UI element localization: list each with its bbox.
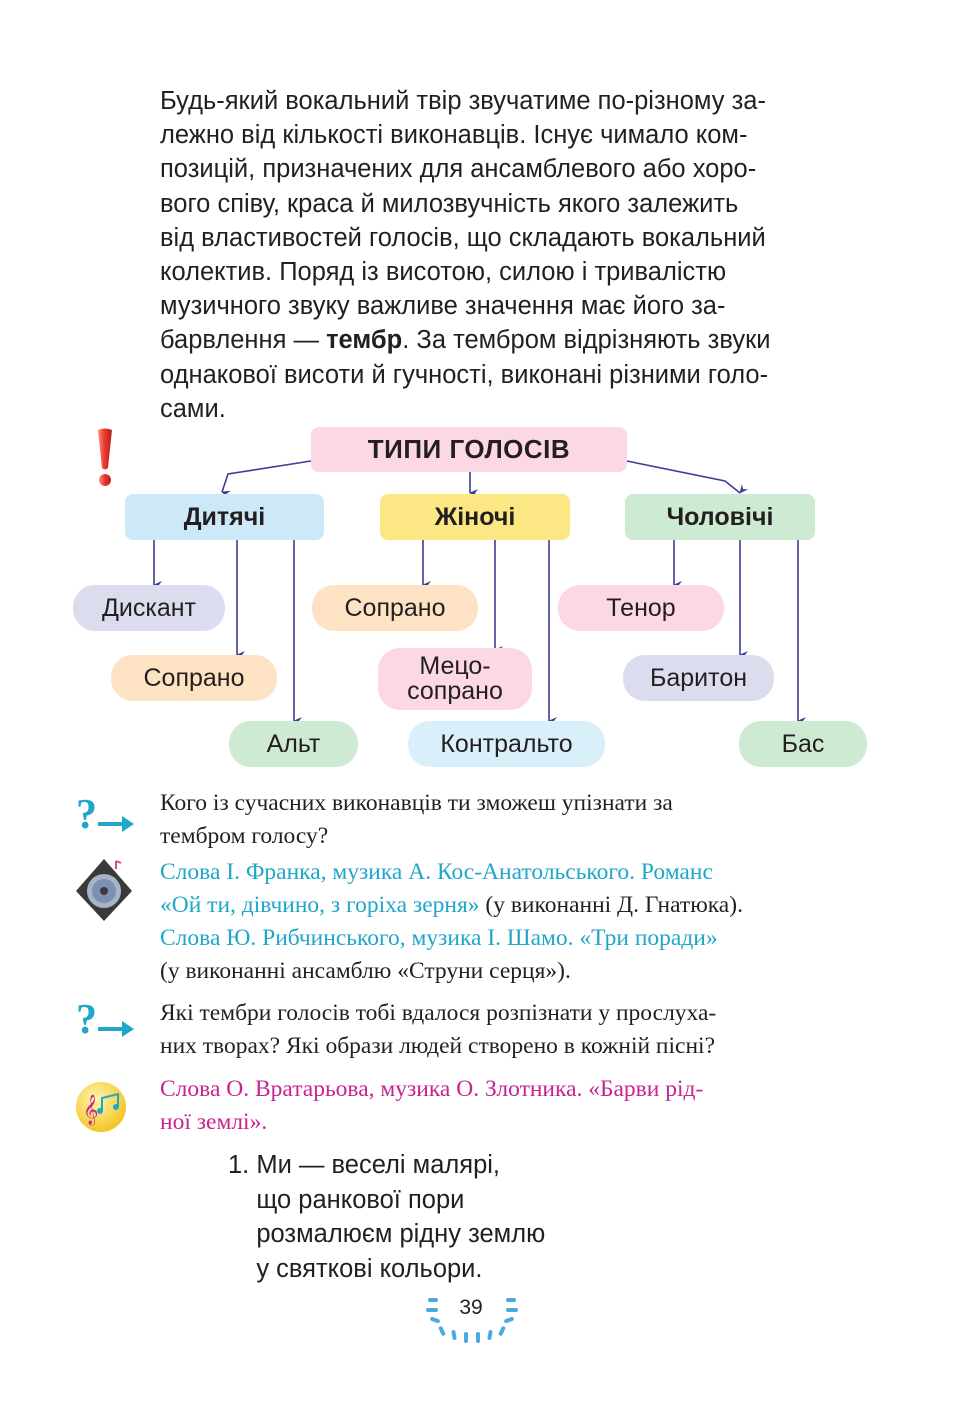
- song-lyrics: 1. Ми — веселі малярі, що ранкової пори …: [228, 1148, 545, 1286]
- voice-bass: Бас: [739, 721, 867, 767]
- voice-baritone: Баритон: [623, 655, 774, 701]
- voice-soprano-child: Сопрано: [111, 655, 277, 701]
- svg-text:?: ?: [76, 792, 97, 838]
- question-line: Кого із сучасних виконавців ти зможеш уп…: [160, 790, 673, 816]
- listen-line: Слова І. Франка, музика А. Кос-Анатольсь…: [160, 859, 713, 885]
- intro-line: лежно від кількості виконавців. Існує чи…: [160, 121, 748, 150]
- intro-line: Будь-який вокальний твір звучатиме по-рі…: [160, 87, 766, 115]
- intro-line: сами.: [160, 394, 226, 423]
- category-children: Дитячі: [125, 494, 324, 540]
- voice-soprano: Сопрано: [312, 585, 478, 631]
- intro-paragraph: Будь-який вокальний твір звучатиме по-рі…: [160, 84, 868, 426]
- intro-line: позицій, призначених для ансамблевого аб…: [160, 155, 757, 184]
- svg-text:𝄞: 𝄞: [83, 1094, 98, 1126]
- term-timbre: тембр: [326, 326, 403, 355]
- question-line: Які тембри голосів тобі вдалося розпізна…: [160, 1000, 717, 1026]
- sing-line: Слова О. Вратарьова, музика О. Злотника.…: [160, 1076, 704, 1102]
- sing-line: ної землі».: [160, 1109, 268, 1135]
- svg-text:?: ?: [76, 997, 97, 1043]
- singing-assignment: Слова О. Вратарьова, музика О. Злотника.…: [160, 1073, 868, 1139]
- intro-line: барвлення — тембр. За тембром відрізняют…: [160, 323, 868, 357]
- exclamation-icon: [98, 428, 112, 486]
- listen-line: Слова Ю. Рибчинського, музика І. Шамо. «…: [160, 925, 718, 951]
- category-male: Чоловічі: [625, 494, 815, 540]
- lyric-line: у святкові кольори.: [228, 1254, 483, 1283]
- voice-tenor: Тенор: [558, 585, 724, 631]
- mezzo-line: сопрано: [407, 677, 503, 705]
- intro-line: від властивостей голосів, що складають в…: [160, 223, 766, 252]
- page-number: 39: [459, 1296, 483, 1319]
- listen-line: «Ой ти, дівчино, з горіха зерня» (у вико…: [160, 889, 868, 922]
- lyric-line: 1. Ми — веселі малярі,: [228, 1151, 500, 1179]
- intro-line: однакової висоти й гучності, виконані рі…: [160, 360, 769, 389]
- performer: (у виконанні Д. Гнатюка).: [479, 892, 743, 918]
- question-line: них творах? Які образи людей створено в …: [160, 1033, 716, 1059]
- lyric-line: розмалюєм рідну землю: [228, 1220, 546, 1248]
- voice-contralto: Контральто: [408, 721, 605, 767]
- question-line: тембром голосу?: [160, 823, 329, 849]
- intro-line: вого співу, краса й милозвучність якого …: [160, 189, 739, 218]
- listening-assignment: Слова І. Франка, музика А. Кос-Анатольсь…: [160, 856, 868, 988]
- category-female: Жіночі: [380, 494, 570, 540]
- voice-diskant: Дискант: [73, 585, 225, 631]
- intro-line: колектив. Поряд із висотою, силою і трив…: [160, 258, 727, 287]
- song-title: «Ой ти, дівчино, з горіха зерня»: [160, 892, 480, 918]
- intro-text: барвлення —: [160, 326, 327, 355]
- cd-listen-icon: [76, 859, 132, 921]
- intro-line: музичного звуку важливе значення має йог…: [160, 292, 726, 321]
- voice-mezzo-soprano: Мецо- сопрано: [378, 648, 532, 710]
- voice-types-root: ТИПИ ГОЛОСІВ: [311, 427, 627, 472]
- question-arrow-icon: ?: [76, 792, 134, 838]
- lyric-line: що ранкової пори: [228, 1185, 465, 1214]
- question-2: Які тембри голосів тобі вдалося розпізна…: [160, 997, 868, 1063]
- voice-alt: Альт: [229, 721, 358, 767]
- music-notes-sing-icon: 𝄞: [76, 1082, 126, 1132]
- intro-text: . За тембром відрізняють звуки: [402, 326, 771, 355]
- page-number-ornament: [426, 1298, 518, 1343]
- listen-line: (у виконанні ансамблю «Струни серця»).: [160, 958, 571, 984]
- mezzo-line: Мецо-: [419, 652, 491, 680]
- question-1: Кого із сучасних виконавців ти зможеш уп…: [160, 787, 868, 853]
- question-arrow-icon: ?: [76, 997, 134, 1043]
